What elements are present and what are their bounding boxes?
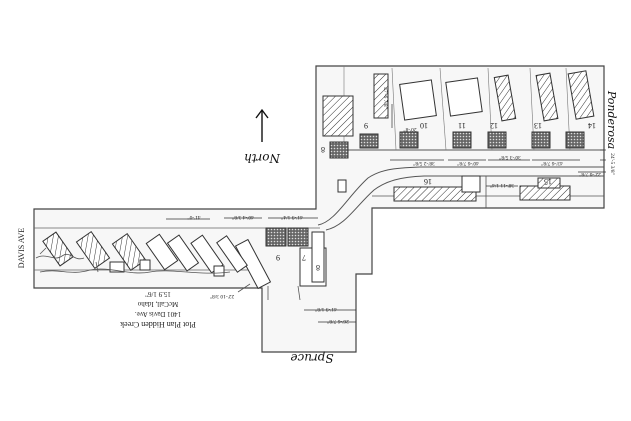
south-lot-row <box>337 175 571 202</box>
title-line-2: 1401 Davis Ave. <box>135 310 182 318</box>
lot-number: 8 <box>316 263 320 272</box>
lot-number: 13 <box>534 121 542 130</box>
dimension-label: 26'-6 7/8" <box>327 318 349 324</box>
lot-number: 14 <box>588 121 596 130</box>
street-label-spruce: Spruce <box>290 351 333 365</box>
lot-labels: 9 7 8 8 9 10 11 12 13 14 15 16 <box>276 121 596 272</box>
lot-number: 11 <box>458 121 466 130</box>
lot-number: 9 <box>364 121 368 130</box>
middle-lots <box>234 227 327 290</box>
title-line-4: 15.9 1/6" <box>145 290 171 298</box>
access-road <box>317 166 604 226</box>
west-lots <box>35 231 301 301</box>
lot-number: 7 <box>302 253 306 262</box>
dimension-label: 43'-6 7/8" <box>541 160 563 166</box>
title-block: Plot Plan Hidden Creek 1401 Davis Ave. M… <box>120 290 196 329</box>
lot-number: 12 <box>490 121 498 130</box>
dimension-label: 38'-2 5/8" <box>413 160 435 166</box>
lot-number: 9 <box>276 253 280 262</box>
lot-number: 15 <box>544 177 552 186</box>
dimension-label: 22'-6 7/8" <box>579 171 601 177</box>
north-label: North <box>244 151 281 165</box>
dimension-labels: 22'-10 3/8" 41'-9 1/8" 26'-6 7/8" 41'-9 … <box>187 87 615 324</box>
dimension-label: 20'-8" <box>403 126 416 132</box>
dimension-label: 30'-3 5/8" <box>499 154 521 160</box>
lot-number: 8 <box>321 145 325 154</box>
dimension-label: 22'-10 3/8" <box>210 293 234 299</box>
lot-number: 10 <box>420 121 428 130</box>
street-label-ponderosa: Ponderosa <box>605 90 618 149</box>
title-line-1: Plot Plan Hidden Creek <box>120 320 196 329</box>
dimension-lines <box>166 104 606 323</box>
street-label-davis: DAVIS AVE <box>17 228 26 268</box>
dimension-label: 40'-6 7/8" <box>457 160 479 166</box>
lot-number: 16 <box>424 177 432 186</box>
dimension-label: 38'-11 1/4" <box>490 182 514 188</box>
dimension-label: 24'-5 3/8" <box>609 153 615 175</box>
north-lot-row <box>322 66 595 159</box>
dimension-label: 47'-6 7/8" <box>382 87 388 109</box>
dimension-label: 41'-0" <box>187 214 200 220</box>
title-line-3: McCall, Idaho <box>137 300 178 308</box>
dimension-label: 41'-9 1/4" <box>281 214 303 220</box>
north-arrow: North <box>244 108 281 165</box>
dimension-label: 41'-9 1/8" <box>315 306 337 312</box>
dimension-label: 40'-4 3/8" <box>232 214 254 220</box>
